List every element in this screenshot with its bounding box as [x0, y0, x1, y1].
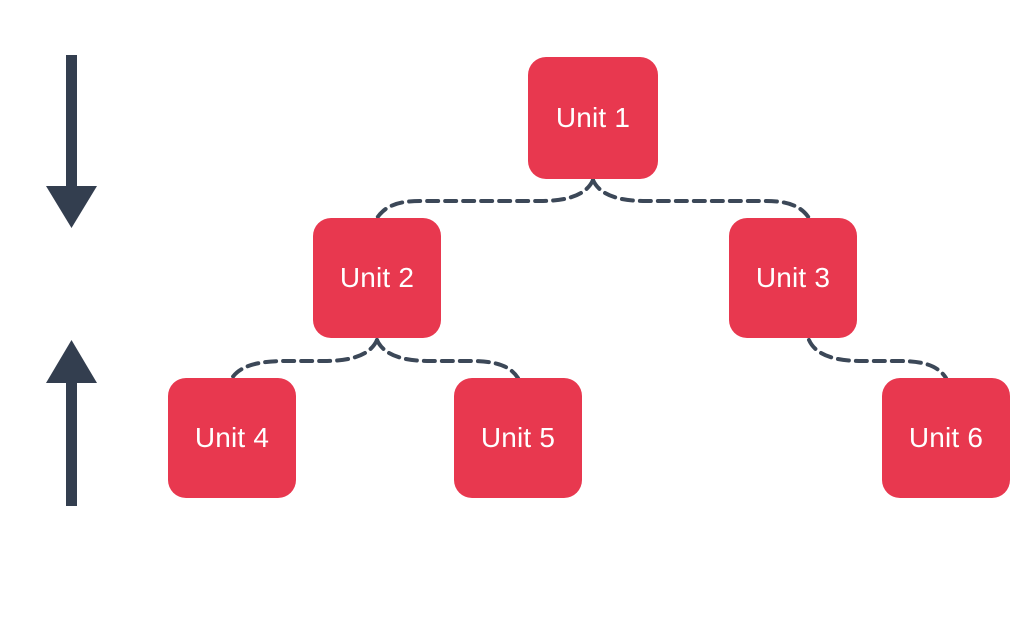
node-unit4[interactable]: Unit 4	[168, 378, 296, 498]
node-unit3-label: Unit 3	[755, 262, 831, 293]
node-unit1[interactable]: Unit 1	[528, 57, 658, 179]
node-unit2-label: Unit 2	[339, 262, 415, 293]
up-arrow-icon	[46, 340, 97, 506]
down-arrow-icon	[46, 55, 97, 228]
node-unit3[interactable]: Unit 3	[729, 218, 857, 338]
node-unit6-label: Unit 6	[908, 422, 984, 453]
node-unit6[interactable]: Unit 6	[882, 378, 1010, 498]
node-unit2[interactable]: Unit 2	[313, 218, 441, 338]
node-unit5[interactable]: Unit 5	[454, 378, 582, 498]
node-unit4-label: Unit 4	[194, 422, 270, 453]
node-unit1-label: Unit 1	[555, 102, 631, 133]
node-unit5-label: Unit 5	[480, 422, 556, 453]
